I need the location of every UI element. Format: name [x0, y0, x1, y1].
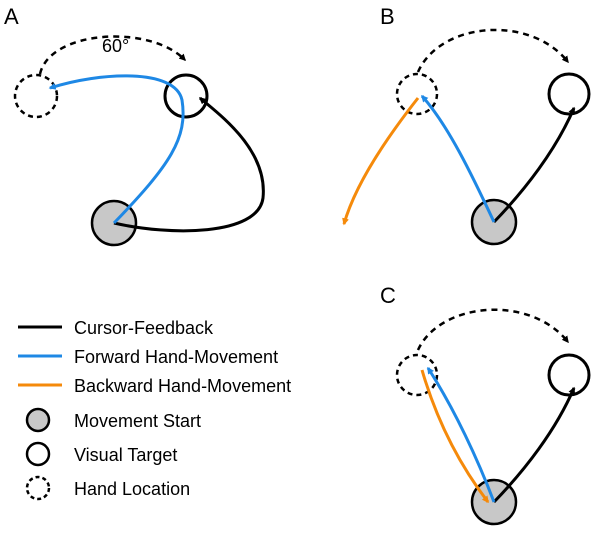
backward-hand-movement-path — [342, 97, 420, 226]
forward-hand-movement-path — [420, 94, 496, 223]
legend-label: Hand Location — [74, 479, 190, 499]
cursor-feedback-path — [492, 106, 576, 224]
legend-item-cursor-feedback: Cursor-Feedback — [18, 318, 214, 338]
cursor-feedback-path — [492, 386, 576, 504]
legend-label: Backward Hand-Movement — [74, 376, 291, 396]
legend-label: Visual Target — [74, 445, 177, 465]
panel-c: C — [380, 283, 591, 526]
legend-item-forward-movement: Forward Hand-Movement — [18, 347, 278, 367]
panel-a: A 60° — [4, 4, 265, 247]
rotation-arc — [416, 28, 569, 73]
visual-target-marker — [547, 72, 591, 116]
rotation-arc — [416, 308, 569, 351]
legend-label: Movement Start — [74, 411, 201, 431]
legend-swatch-target — [25, 441, 51, 467]
backward-hand-movement-path — [420, 369, 490, 504]
forward-hand-movement-path — [48, 74, 185, 225]
legend-label: Cursor-Feedback — [74, 318, 214, 338]
panel-letter-c: C — [380, 283, 396, 308]
legend-label: Forward Hand-Movement — [74, 347, 278, 367]
legend: Cursor-Feedback Forward Hand-Movement Ba… — [18, 318, 291, 501]
hand-location-marker — [13, 73, 59, 119]
panel-letter-b: B — [380, 4, 395, 29]
legend-swatch-hand-location — [25, 475, 51, 501]
legend-swatch-start — [25, 407, 51, 433]
hand-location-marker — [395, 353, 439, 397]
legend-item-hand-location: Hand Location — [25, 475, 190, 501]
forward-hand-movement-path — [426, 366, 496, 503]
rotation-arc — [38, 35, 186, 75]
legend-item-backward-movement: Backward Hand-Movement — [18, 376, 291, 396]
visual-target-marker — [547, 353, 591, 397]
visual-target-marker — [163, 73, 209, 119]
panel-b: B — [342, 4, 591, 246]
hand-location-marker — [395, 72, 439, 116]
rotation-angle-label: 60° — [102, 36, 129, 56]
legend-item-visual-target: Visual Target — [25, 441, 177, 467]
panel-letter-a: A — [4, 4, 19, 29]
legend-item-movement-start: Movement Start — [25, 407, 201, 433]
cursor-feedback-path — [113, 96, 265, 233]
